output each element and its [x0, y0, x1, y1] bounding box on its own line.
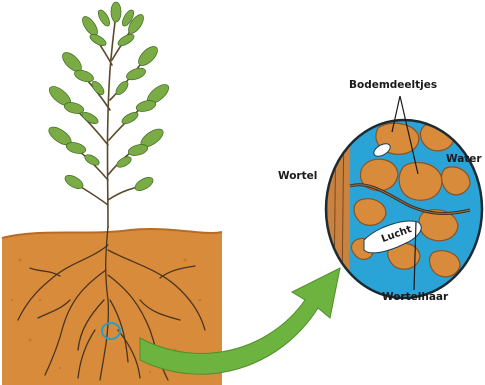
plant-stem — [62, 14, 156, 228]
label-bodemdeeltjes: Bodemdeeltjes — [349, 79, 437, 91]
label-wortel: Wortel — [278, 170, 317, 182]
magnified-view — [320, 110, 482, 300]
label-wortelhaar: Wortelhaar — [382, 291, 448, 303]
label-water: Water — [446, 153, 482, 165]
